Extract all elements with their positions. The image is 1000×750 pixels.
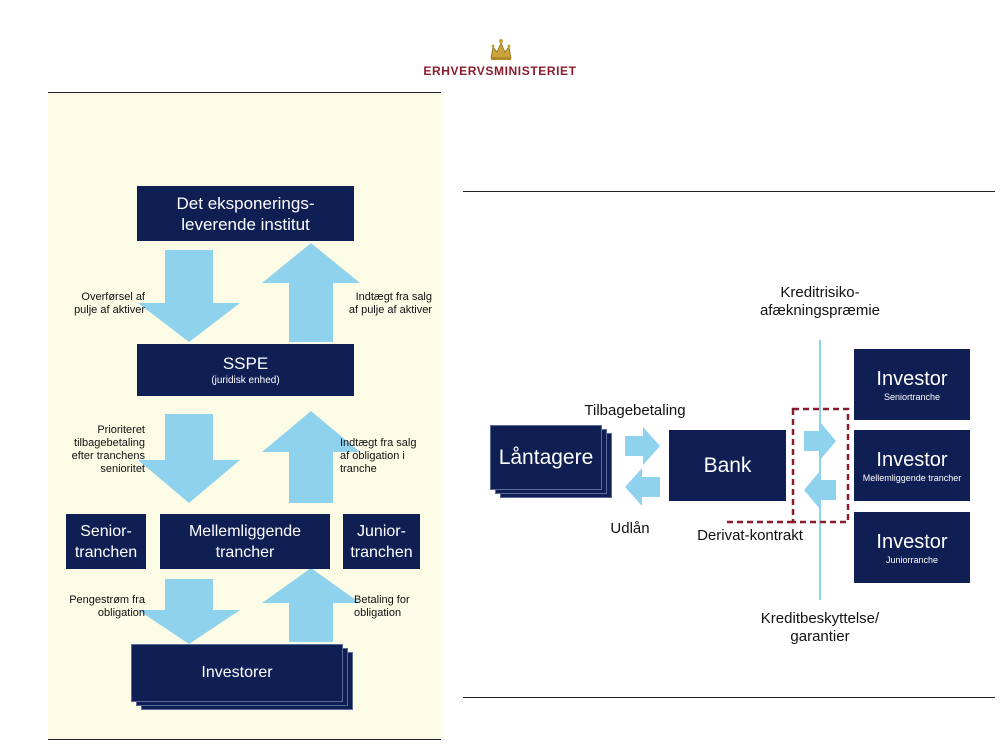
left-panel-bottom-rule xyxy=(48,739,441,740)
label-cashflow-bond: Pengestrøm fra obligation xyxy=(69,594,145,619)
right-panel-top-rule xyxy=(463,191,995,192)
arrow-premium xyxy=(804,422,836,460)
box-junior-tranche: Junior- tranchen xyxy=(343,514,420,569)
box-borrowers: Låntagere xyxy=(490,425,602,490)
arrow-down-repayment xyxy=(138,414,240,503)
arrow-loan xyxy=(625,468,660,506)
box-bank: Bank xyxy=(669,430,786,501)
label-protection: Kreditbeskyttelse/ garantier xyxy=(760,610,880,645)
box-investors: Investorer xyxy=(131,644,343,702)
arrow-protection xyxy=(804,471,836,509)
derivative-dashed-box xyxy=(791,407,850,524)
arrow-down-transfer xyxy=(138,250,240,342)
box-investor-middle: Investor Mellemliggende trancher xyxy=(854,430,970,501)
arrow-repayment xyxy=(625,427,660,465)
label-prioritized-repayment: Prioriteret tilbagebetaling efter tranch… xyxy=(71,424,145,475)
investors-label: Investorer xyxy=(201,664,273,681)
sspe-title: SSPE xyxy=(222,353,269,373)
label-payment-bond: Betaling for obligation xyxy=(354,594,410,619)
box-middle-tranches: Mellemliggende trancher xyxy=(160,514,330,569)
borrowers-label: Låntagere xyxy=(498,445,594,469)
right-panel-bottom-rule xyxy=(463,697,995,698)
investor-junior-subtitle: Juniorranche xyxy=(885,554,939,565)
investor-senior-subtitle: Seniortranche xyxy=(883,391,941,402)
logo-text: ERHVERVSMINISTERIET xyxy=(423,64,577,78)
box-investor-senior: Investor Seniortranche xyxy=(854,349,970,420)
arrow-up-payment xyxy=(262,568,360,642)
label-repayment: Tilbagebetaling xyxy=(584,402,686,419)
box-originating-institution: Det eksponerings- leverende institut xyxy=(137,186,354,241)
investor-junior-title: Investor xyxy=(876,530,948,553)
investor-middle-title: Investor xyxy=(876,448,948,471)
investor-middle-subtitle: Mellemliggende trancher xyxy=(862,472,962,483)
label-premium: Kreditrisiko- afækningspræmie xyxy=(759,284,881,319)
header-logo: ERHVERVSMINISTERIET xyxy=(410,38,590,88)
label-income-bond: Indtægt fra salg af obligation i tranche xyxy=(340,437,417,475)
label-transfer-assets: Overførsel af pulje af aktiver xyxy=(74,291,145,316)
label-loan: Udlån xyxy=(610,520,650,537)
label-income-assets: Indtægt fra salg af pulje af aktiver xyxy=(348,291,432,316)
box-investor-junior: Investor Juniorranche xyxy=(854,512,970,583)
left-panel-top-rule xyxy=(48,92,441,93)
investor-senior-title: Investor xyxy=(876,367,948,390)
crown-icon xyxy=(490,39,512,60)
sspe-subtitle: (juridisk enhed) xyxy=(211,374,280,386)
arrow-up-income-bond xyxy=(262,411,360,503)
box-sspe: SSPE (juridisk enhed) xyxy=(137,344,354,396)
junior-tranche-label: Junior- tranchen xyxy=(350,522,413,561)
box-originating-institution-label: Det eksponerings- leverende institut xyxy=(176,193,315,234)
arrow-up-income-assets xyxy=(262,243,360,342)
middle-tranches-label: Mellemliggende trancher xyxy=(188,522,302,561)
bank-label: Bank xyxy=(703,453,752,477)
senior-tranche-label: Senior- tranchen xyxy=(74,522,138,561)
arrow-down-cashflow xyxy=(138,579,240,644)
box-senior-tranche: Senior- tranchen xyxy=(66,514,146,569)
label-derivative: Derivat-kontrakt xyxy=(697,527,803,544)
